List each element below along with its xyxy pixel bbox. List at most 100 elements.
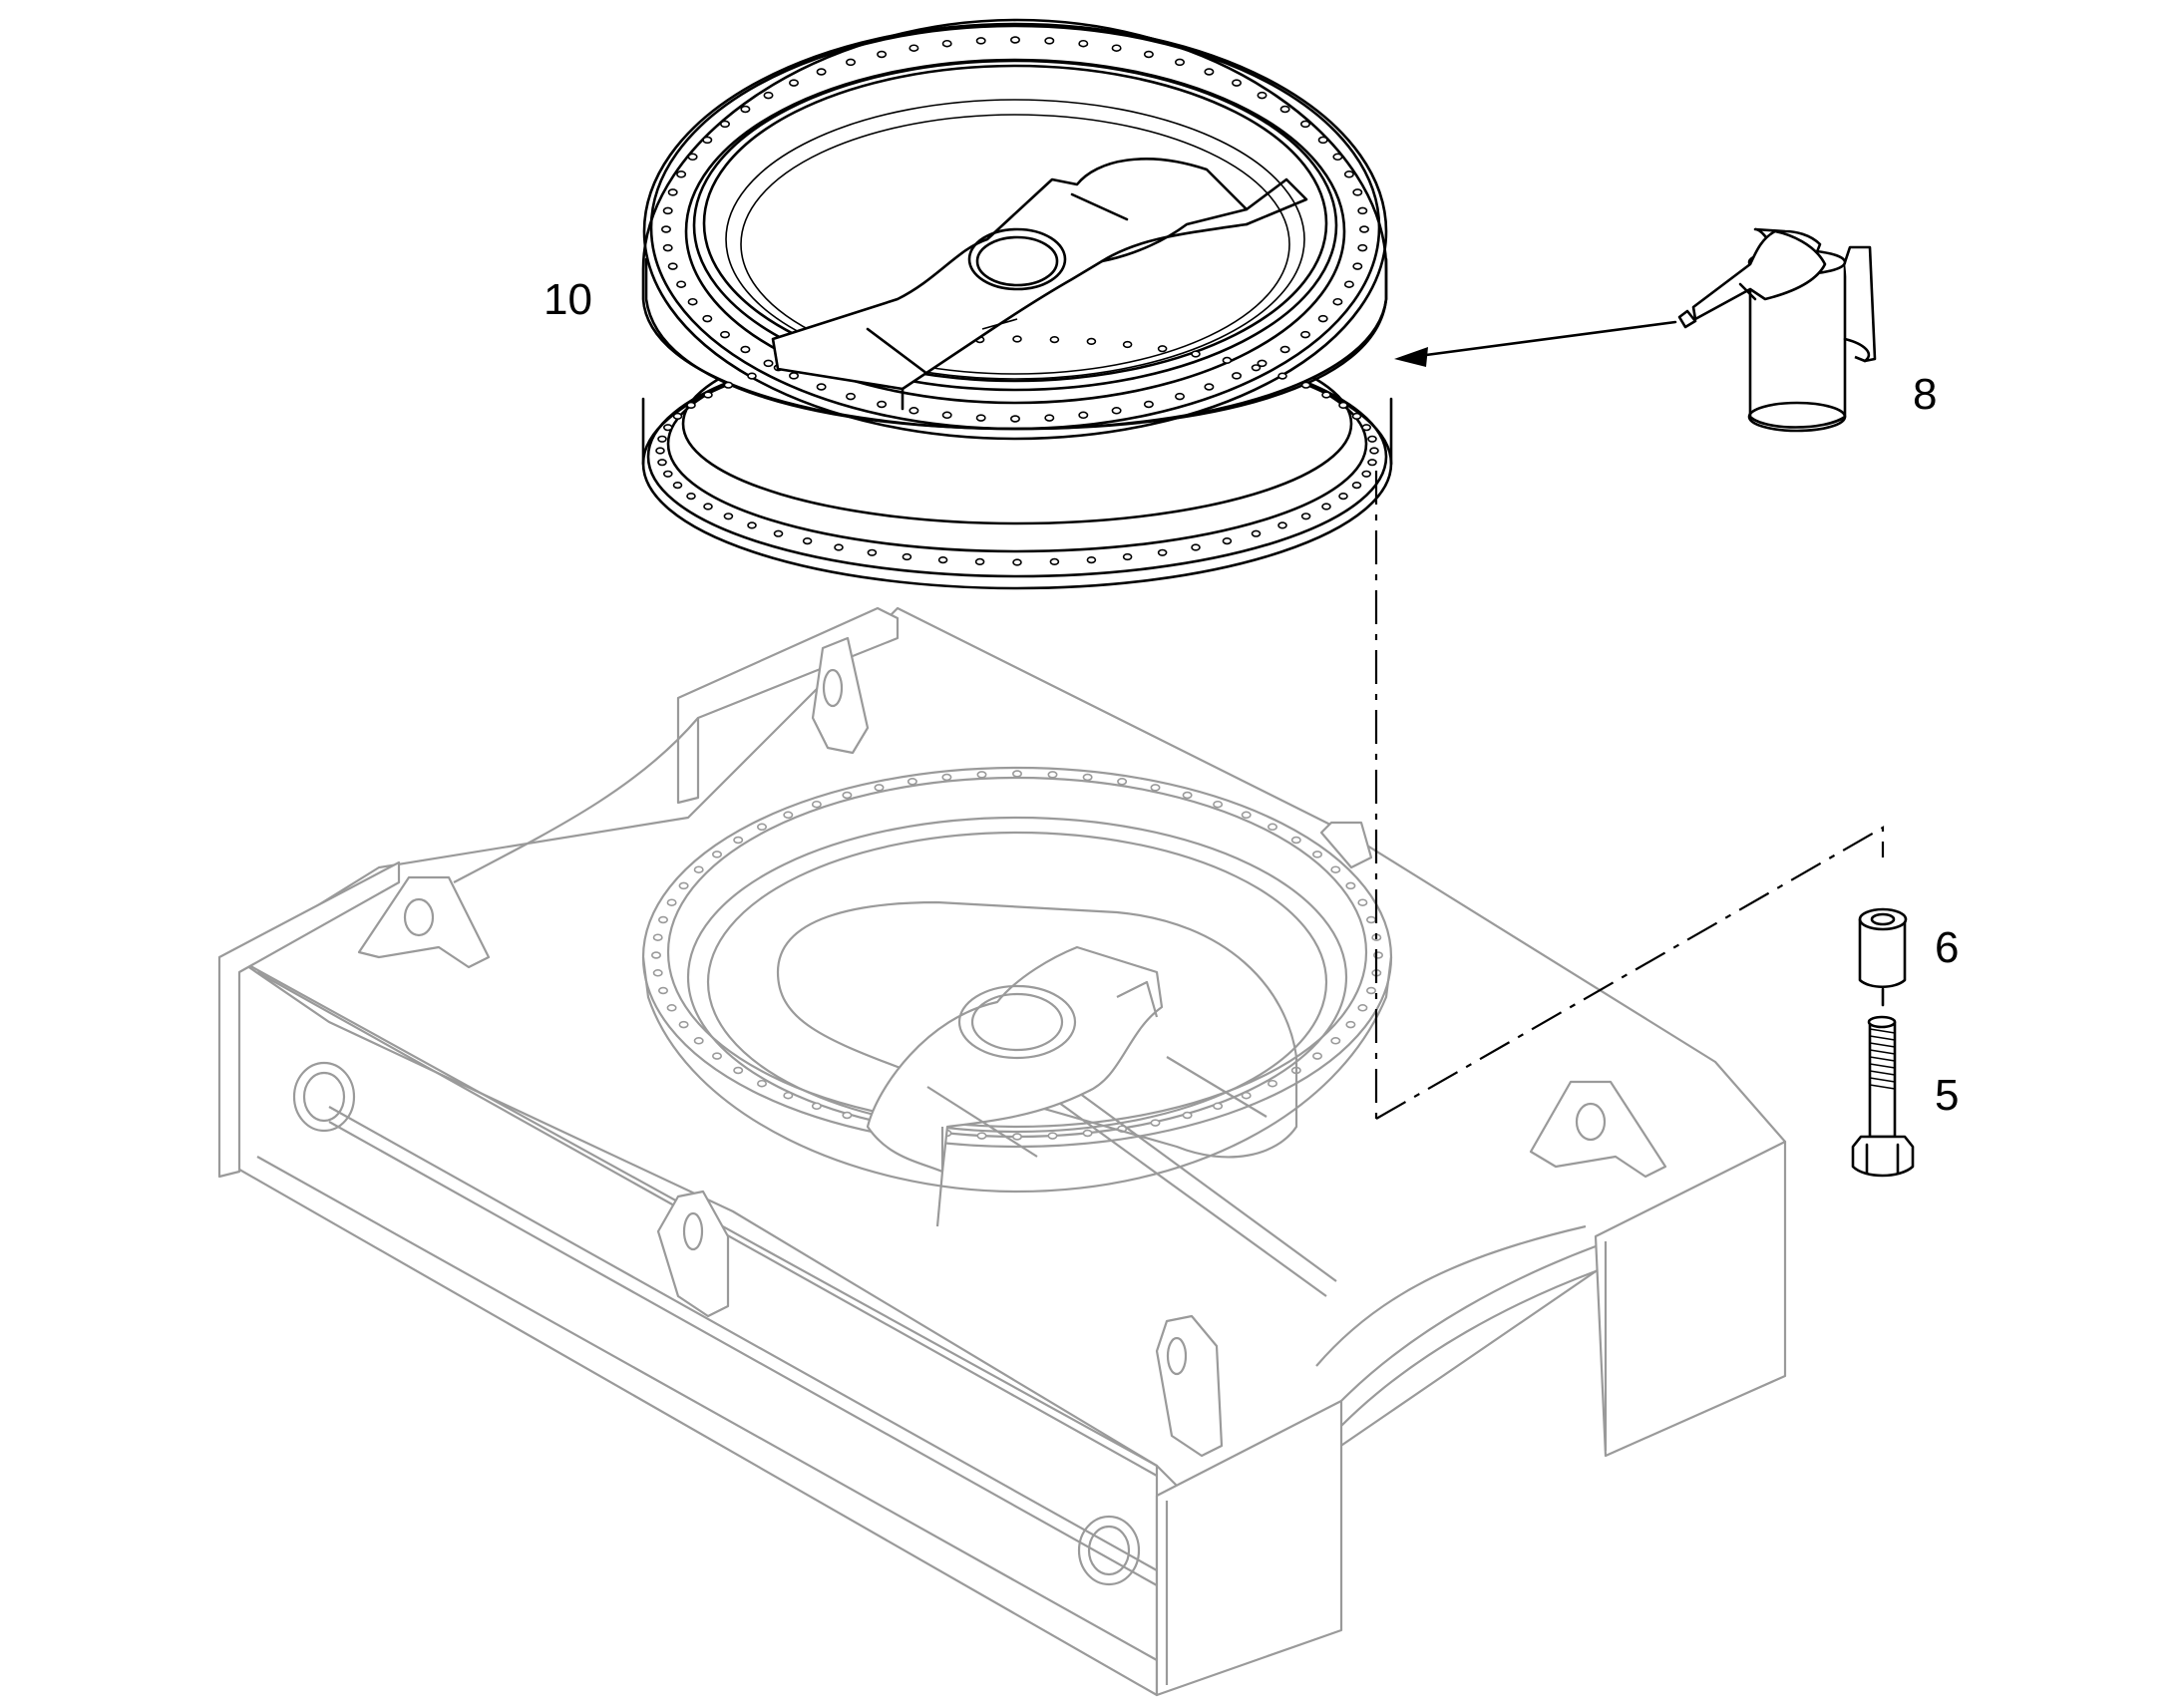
bolt-hole <box>908 44 919 52</box>
bolt-hole <box>845 392 856 401</box>
bolt-hole <box>655 447 665 455</box>
bolt-hole <box>756 1079 767 1088</box>
bolt-hole <box>1366 986 1377 995</box>
bolt-hole <box>874 784 885 792</box>
bolt-hole <box>845 58 856 67</box>
bolt-hole <box>1312 851 1323 858</box>
bolt-hole <box>652 969 663 977</box>
bolt-hole <box>907 778 917 786</box>
bolt-hole <box>1352 188 1363 196</box>
bolt-hole <box>842 791 853 800</box>
bolt-hole <box>763 359 774 368</box>
bolt-hole <box>1351 482 1362 490</box>
bolt-hole <box>693 865 704 873</box>
bolt-hole <box>657 915 668 924</box>
bolt-hole <box>1268 823 1278 832</box>
bolt-hole <box>1086 337 1097 346</box>
bolt-hole <box>816 68 827 76</box>
bolt-hole <box>1157 345 1168 353</box>
bolt-hole <box>1361 470 1371 478</box>
bolt-hole <box>687 297 698 306</box>
bolt-hole <box>662 424 673 432</box>
bolt-hole <box>1257 91 1268 100</box>
bolt-hole <box>976 1132 987 1140</box>
bolt-hole <box>1332 297 1343 306</box>
bolt-hole <box>1143 400 1154 409</box>
bolt-hole <box>1078 39 1089 48</box>
bolt-hole <box>1268 1079 1278 1088</box>
bolt-hole <box>1182 791 1193 800</box>
bolt-hole <box>902 552 912 561</box>
bolt-hole <box>1361 424 1371 432</box>
bolt-hole <box>1222 536 1233 545</box>
bolt-thread-line <box>1869 1077 1896 1083</box>
callout-6: 6 <box>1935 923 1959 972</box>
bolt-hole <box>1213 800 1224 809</box>
bolt-hole <box>941 39 952 48</box>
bolt-hole <box>1300 512 1311 520</box>
bolt-hole <box>662 243 673 252</box>
bolt-hole <box>667 262 678 270</box>
bolt-hole <box>657 986 668 995</box>
bolt-hole <box>1082 773 1093 782</box>
bolt-hole <box>1241 811 1252 820</box>
bolt-thread-line <box>1869 1063 1896 1069</box>
base-frame <box>217 606 1787 1697</box>
bolt-thread-line <box>1869 1056 1896 1062</box>
bolt-hole <box>941 773 952 782</box>
bolt-hole <box>1157 548 1168 556</box>
bolt-hole <box>756 823 767 832</box>
bolt-hole <box>711 851 722 858</box>
bolt-hole <box>1047 771 1058 779</box>
bolt-hole <box>1122 340 1133 349</box>
bolt-hole <box>740 345 751 354</box>
bolt-hole <box>1352 262 1363 270</box>
bolt-hole <box>1321 503 1331 511</box>
callout-10: 10 <box>544 275 592 324</box>
bolt-hole <box>1191 350 1201 358</box>
bolt-hole <box>1011 1133 1022 1141</box>
bolt-hole <box>666 1004 677 1012</box>
bolt-hole <box>834 543 844 551</box>
bolt-hole <box>657 435 667 443</box>
bolt-hole <box>1357 1004 1368 1012</box>
bolt-hole <box>1357 898 1368 906</box>
bolt-hole <box>1232 79 1243 87</box>
bolt-thread-line <box>1869 1028 1896 1034</box>
bolt-hole <box>783 811 794 820</box>
bearing-ring-part-10 <box>641 18 1393 590</box>
bolt-hole <box>1049 336 1060 344</box>
bolt-hole <box>676 171 687 178</box>
bolt-hole <box>711 1052 722 1060</box>
bolt-hole <box>811 800 822 809</box>
base-bearing-ring <box>641 766 1393 1227</box>
bolt-hole <box>1047 1132 1058 1140</box>
bolt-hole <box>1150 784 1161 792</box>
bolt-hole <box>1369 447 1379 455</box>
bolt-hole <box>1317 314 1328 323</box>
bolt-hole <box>686 401 696 410</box>
bolt-hole <box>1343 171 1354 178</box>
bolt-hole <box>650 951 661 959</box>
bolt-hole <box>1049 557 1060 566</box>
bolt-hole <box>702 314 713 323</box>
bolt-hole <box>1277 521 1287 529</box>
bolt-hole <box>672 412 683 421</box>
bolt-hole <box>1086 555 1097 564</box>
bolt-hole <box>1204 68 1215 76</box>
bolt-hole <box>747 521 757 529</box>
bolt-hole <box>660 225 671 233</box>
bolt-hole <box>1012 558 1022 566</box>
bolt-hole <box>1044 37 1055 45</box>
bolt-hole <box>773 529 784 537</box>
bolt-hole <box>1232 372 1243 380</box>
bolt-hole <box>975 37 986 45</box>
bolt-hole <box>1338 401 1348 410</box>
bolt-hole <box>1332 153 1343 162</box>
bolt-hole <box>1150 1119 1161 1127</box>
bolt-hole <box>802 536 813 545</box>
bolt-hole <box>1191 543 1201 551</box>
bolt-hole <box>703 391 713 399</box>
bolt-hole <box>877 400 888 409</box>
